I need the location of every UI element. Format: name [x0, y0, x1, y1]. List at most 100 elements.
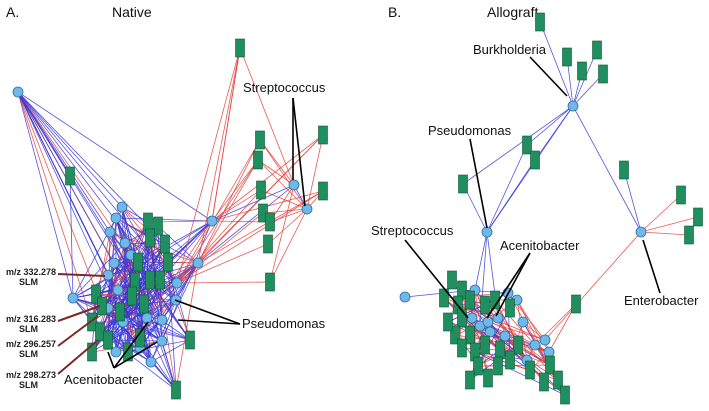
- metabolite-node: [145, 270, 155, 290]
- taxon-node: [110, 346, 122, 358]
- network-edge: [572, 73, 604, 107]
- metabolite-node: [265, 272, 275, 292]
- network-edge: [474, 351, 566, 396]
- metabolite-node: [143, 212, 153, 232]
- network-edge: [640, 216, 699, 233]
- metabolite-node: [160, 234, 170, 254]
- taxon-node: [635, 226, 647, 238]
- taxon-node: [156, 314, 168, 326]
- taxon-node: [104, 226, 116, 238]
- arrow-acenitobacter-a-2: [113, 341, 158, 369]
- network-edge: [176, 212, 264, 284]
- network-edge: [176, 243, 269, 284]
- metabolite-node: [155, 270, 165, 290]
- arrow-streptococcus-a-2: [292, 97, 306, 207]
- network-edge: [69, 175, 74, 299]
- network-edge: [640, 231, 690, 236]
- label-streptococcus-a: Streptococcus: [243, 80, 326, 95]
- metabolite-node: [480, 295, 490, 315]
- metabolite-node: [253, 150, 263, 170]
- metabolite-node: [560, 385, 570, 405]
- metabolite-node: [133, 252, 143, 272]
- network-edge: [269, 208, 308, 223]
- metabolite-node: [465, 290, 475, 310]
- network-edge: [259, 139, 295, 186]
- network-edge: [91, 295, 133, 353]
- arrow-pseudomonas-b: [469, 138, 488, 229]
- network-edge: [197, 159, 259, 264]
- arrow-mz-296: [57, 315, 99, 347]
- mz-sub-316: SLM: [19, 324, 38, 334]
- network-edge: [17, 91, 71, 177]
- network-edge: [72, 242, 126, 299]
- metabolite-node: [545, 355, 555, 375]
- network-edge: [516, 299, 528, 361]
- network-edge: [259, 139, 308, 210]
- taxon-node: [12, 86, 24, 98]
- arrow-acenitobacter-a-1: [113, 321, 149, 369]
- taxon-node: [466, 312, 478, 324]
- metabolite-node: [153, 216, 163, 236]
- metabolite-node: [684, 225, 694, 245]
- label-enterobacter-b: Enterobacter: [624, 293, 699, 308]
- arrow-mz-332: [57, 273, 106, 277]
- network-edge: [486, 144, 528, 233]
- network-edge: [211, 159, 259, 222]
- metabolite-node: [465, 370, 475, 390]
- network-edge: [197, 47, 241, 264]
- metabolite-node: [263, 234, 273, 254]
- metabolite-node: [87, 312, 97, 332]
- network-edge: [72, 261, 139, 299]
- network-edge: [127, 237, 151, 353]
- network-edge: [211, 184, 295, 222]
- network-edge: [176, 190, 324, 284]
- metabolite-node: [495, 340, 505, 360]
- taxon-node: [301, 203, 313, 215]
- network-edge: [306, 134, 324, 210]
- metabolite-node: [465, 325, 475, 345]
- label-streptococcus-b: Streptococcus: [371, 223, 454, 238]
- metabolite-node: [447, 270, 457, 290]
- taxon-node: [517, 316, 529, 328]
- network-edge: [257, 159, 308, 210]
- network-nodes: [12, 12, 703, 405]
- network-edge: [161, 220, 213, 342]
- network-edge: [494, 299, 536, 346]
- network-edge: [640, 194, 682, 233]
- taxon-node: [484, 326, 496, 338]
- metabolite-node: [480, 335, 490, 355]
- taxon-node: [499, 330, 511, 342]
- metabolite-node: [139, 294, 149, 314]
- taxon-node: [192, 257, 204, 269]
- metabolite-node: [127, 286, 137, 306]
- panel-a-title: Native: [112, 4, 152, 20]
- taxon-node: [141, 312, 153, 324]
- metabolite-node: [619, 160, 629, 180]
- metabolite-node: [693, 207, 703, 227]
- network-edge: [175, 262, 199, 391]
- metabolite-node: [598, 64, 608, 84]
- metabolite-node: [255, 130, 265, 150]
- panel-b-letter: B.: [388, 4, 401, 20]
- metabolite-node: [163, 252, 173, 272]
- metabolite-node: [562, 47, 572, 67]
- metabolite-node: [318, 125, 328, 145]
- metabolite-node: [235, 38, 245, 58]
- network-edge: [17, 91, 213, 222]
- metabolite-node: [318, 181, 328, 201]
- network-edge: [239, 47, 295, 186]
- taxon-node: [156, 335, 168, 347]
- network-edge: [486, 159, 536, 233]
- network-edge: [159, 279, 163, 342]
- taxon-node: [482, 316, 494, 328]
- taxon-node: [539, 334, 551, 346]
- network-edge: [211, 189, 262, 222]
- network-edge: [17, 91, 178, 284]
- network-edge: [499, 349, 531, 371]
- network-edge: [260, 189, 308, 210]
- mz-sub-296: SLM: [19, 349, 38, 359]
- network-edge: [107, 279, 161, 341]
- network-edge: [167, 261, 177, 391]
- metabolite-node: [513, 335, 523, 355]
- network-edge: [17, 91, 93, 323]
